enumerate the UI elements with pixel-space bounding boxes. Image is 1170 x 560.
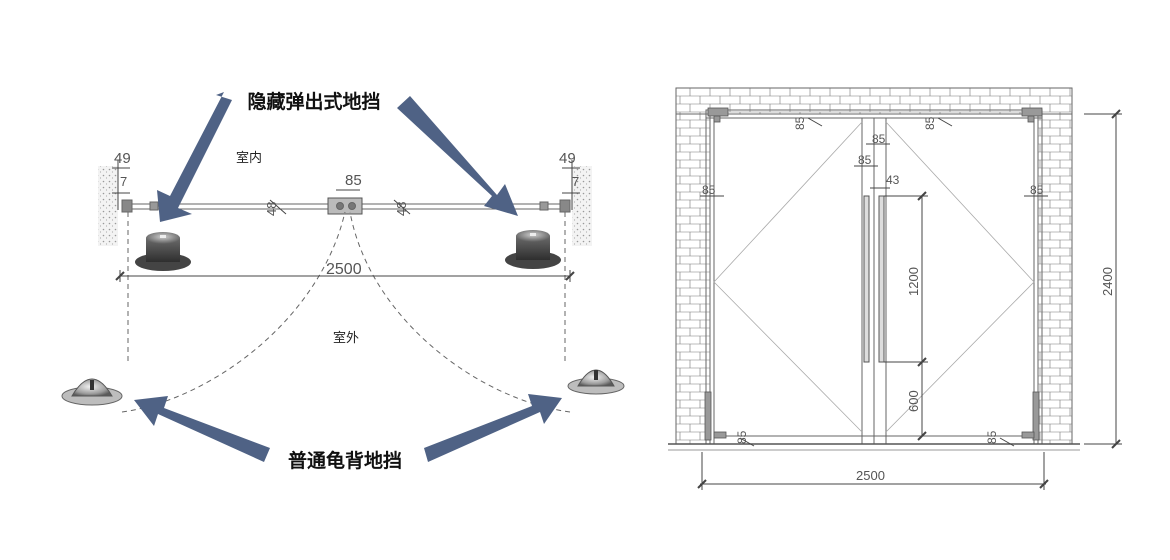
elevation-view: 85 85 85 85 85 85 43 1200 600 85 85 2500… <box>668 87 1122 490</box>
top-hardware <box>707 107 1043 123</box>
dim-left-wall: 49 <box>114 150 131 167</box>
elev-dim-top-center: 85 <box>872 132 886 146</box>
elev-dim-handle-height: 600 <box>906 390 921 412</box>
regular-stopper-left-image <box>61 378 123 406</box>
elev-dim-top-left: 85 <box>793 116 807 130</box>
hidden-stopper-left-image <box>135 232 191 271</box>
right-handle <box>878 195 885 363</box>
left-handle <box>863 195 870 363</box>
dim-left-leaf: 48 <box>264 202 279 216</box>
door-handles <box>863 195 885 363</box>
elev-dim-top-right: 85 <box>923 116 937 130</box>
hidden-stopper-right-image <box>505 230 561 269</box>
bottom-hardware <box>704 391 1040 441</box>
dim-right-small: 7 <box>572 174 579 189</box>
arrow-to-left-hidden-stopper <box>157 92 232 222</box>
plan-wall-dimension-ticks <box>112 160 580 215</box>
left-wall-hatch <box>98 166 118 246</box>
elev-dim-height: 2400 <box>1100 267 1115 296</box>
dim-center-gap: 85 <box>345 172 362 189</box>
elev-dim-bottom-left: 85 <box>735 430 749 444</box>
plan-total-dimension <box>115 270 575 282</box>
regular-stopper-right-image <box>567 369 625 395</box>
handle-dimension-lines <box>884 191 928 441</box>
label-indoor: 室内 <box>236 150 262 166</box>
brick-right <box>1037 113 1073 445</box>
elev-dim-bottom-right: 85 <box>985 430 999 444</box>
dim-right-wall: 49 <box>559 150 576 167</box>
callout-arrows <box>134 92 562 462</box>
elev-dim-side-right: 85 <box>1030 183 1044 197</box>
dim-left-small: 7 <box>120 174 127 189</box>
dim-plan-total: 2500 <box>326 261 362 278</box>
arrow-to-right-hidden-stopper <box>397 96 518 216</box>
label-outdoor: 室外 <box>333 330 359 346</box>
elev-dim-handle-offset: 43 <box>886 173 900 187</box>
glass-swing-lines <box>713 121 1035 433</box>
door-frame <box>705 109 1043 445</box>
dim-right-leaf: 48 <box>394 202 409 216</box>
label-hidden-popup-stopper: 隐藏弹出式地挡 <box>247 90 380 113</box>
arrow-to-right-regular-stopper <box>424 394 562 462</box>
elev-dim-handle-length: 1200 <box>906 267 921 296</box>
right-wall-hatch <box>572 166 592 246</box>
label-regular-stopper: 普通龟背地挡 <box>288 449 402 472</box>
elevation-overall-dimensions <box>697 109 1122 490</box>
arrow-to-left-regular-stopper <box>134 396 270 462</box>
door-leaves-closed <box>121 197 571 215</box>
plan-view: 49 7 49 7 85 48 48 2500 室内 室外 <box>61 90 625 472</box>
brick-left <box>675 113 711 445</box>
elevation-small-ticks <box>700 117 1048 447</box>
door-swing-arcs <box>121 211 571 413</box>
elev-dim-side-left: 85 <box>702 183 716 197</box>
elev-dim-below-center: 85 <box>858 153 872 167</box>
elev-dim-width: 2500 <box>856 468 885 483</box>
